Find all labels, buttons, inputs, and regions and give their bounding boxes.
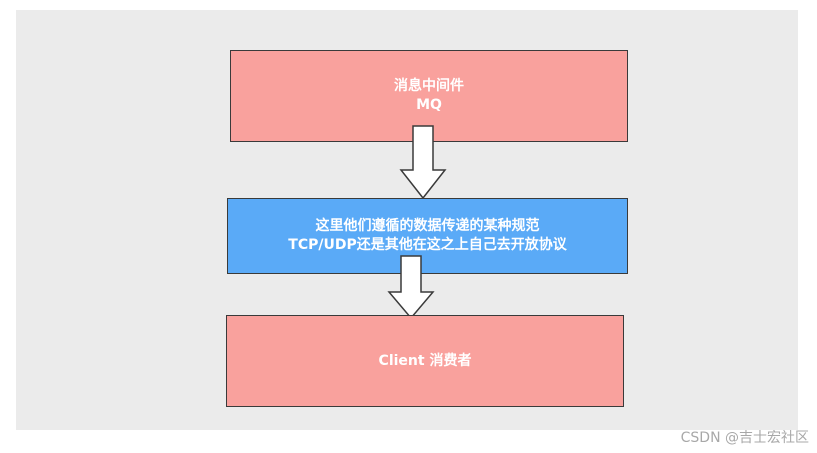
down-arrow-icon <box>399 125 447 200</box>
csdn-watermark: CSDN @吉士宏社区 <box>680 430 809 446</box>
diagram-panel: 消息中间件 MQ 这里他们遵循的数据传递的某种规范 TCP/UDP还是其他在这之… <box>16 10 798 430</box>
down-arrow-icon <box>387 255 435 320</box>
mq-label: MQ <box>416 97 442 113</box>
client-consumer-box: Client 消费者 <box>226 315 624 407</box>
protocol-detail-label: TCP/UDP还是其他在这之上自己去开放协议 <box>288 237 567 253</box>
protocol-box: 这里他们遵循的数据传递的某种规范 TCP/UDP还是其他在这之上自己去开放协议 <box>227 198 628 274</box>
protocol-description-label: 这里他们遵循的数据传递的某种规范 <box>315 218 540 234</box>
client-consumer-label: Client 消费者 <box>378 352 472 369</box>
message-middleware-label: 消息中间件 <box>394 78 464 94</box>
